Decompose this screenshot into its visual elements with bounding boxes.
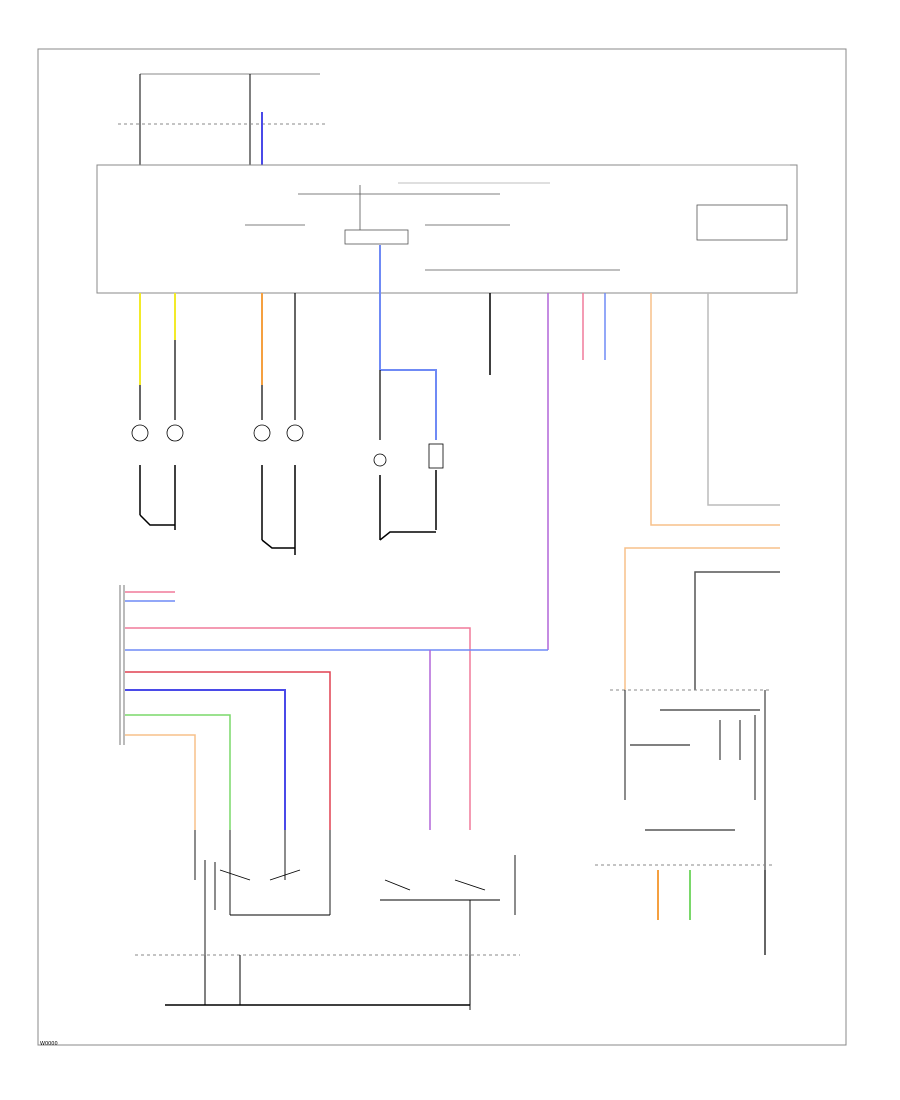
dimmer-switch — [380, 855, 516, 1010]
lamp-relay-module — [595, 689, 775, 870]
headlamp-wires — [139, 245, 437, 440]
fuse-block-top — [118, 73, 325, 165]
headlamp-switch — [194, 830, 331, 955]
relay-output-wires — [657, 870, 766, 955]
junction-box-internal — [245, 164, 790, 271]
bottom-connector — [135, 954, 520, 1006]
headlamp-bulbs — [131, 424, 444, 469]
jb-output-wires — [489, 293, 780, 690]
multifunction-switch-connector — [119, 585, 125, 745]
diagram-border — [37, 48, 847, 1046]
switch-harness-wires — [125, 591, 548, 830]
smart-junction-box — [96, 164, 798, 294]
page-code: W0000 — [40, 1041, 58, 1047]
lamp-ground-wires — [139, 465, 437, 555]
